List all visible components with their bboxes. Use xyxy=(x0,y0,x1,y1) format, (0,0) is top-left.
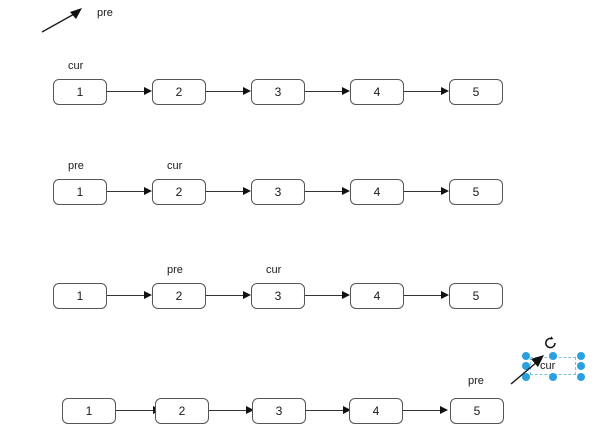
link-row2-0 xyxy=(107,187,153,197)
node-row2-4[interactable]: 5 xyxy=(449,179,503,205)
link-shaft xyxy=(404,191,442,192)
link-row1-1 xyxy=(206,87,252,97)
node-row3-4[interactable]: 5 xyxy=(449,283,503,309)
link-row1-0 xyxy=(107,87,153,97)
pointer-label-pre-row2: pre xyxy=(68,160,84,172)
link-row3-3 xyxy=(404,291,450,301)
arrow-head-icon xyxy=(441,87,449,95)
handle-bottom-right[interactable] xyxy=(577,373,585,381)
arrow-head-icon xyxy=(243,187,251,195)
handle-top-left[interactable] xyxy=(522,352,530,360)
link-row3-1 xyxy=(206,291,252,301)
handle-top-center[interactable] xyxy=(549,352,557,360)
arrow-head-icon xyxy=(441,291,449,299)
link-shaft xyxy=(206,295,244,296)
node-row4-1[interactable]: 2 xyxy=(155,398,209,424)
link-row4-3 xyxy=(403,406,449,416)
rotate-handle-icon[interactable] xyxy=(544,336,558,350)
node-row3-2[interactable]: 3 xyxy=(251,283,305,309)
node-row2-0[interactable]: 1 xyxy=(53,179,107,205)
link-row2-2 xyxy=(305,187,351,197)
link-row3-0 xyxy=(107,291,153,301)
link-row2-1 xyxy=(206,187,252,197)
node-row3-0[interactable]: 1 xyxy=(53,283,107,309)
link-shaft xyxy=(116,410,154,411)
pointer-label-pre-row4: pre xyxy=(468,375,484,387)
arrow-head-icon xyxy=(243,291,251,299)
selected-text-widget[interactable]: cur xyxy=(516,336,592,384)
link-row2-3 xyxy=(404,187,450,197)
arrow-head-icon xyxy=(342,87,350,95)
link-shaft xyxy=(305,295,343,296)
link-shaft xyxy=(305,191,343,192)
node-row4-2[interactable]: 3 xyxy=(252,398,306,424)
pointer-label-cur-row3: cur xyxy=(266,264,282,276)
node-row3-1[interactable]: 2 xyxy=(152,283,206,309)
link-row4-1 xyxy=(209,406,255,416)
cursor-arrow-svg xyxy=(510,355,544,385)
node-row1-0[interactable]: 1 xyxy=(53,79,107,105)
link-shaft xyxy=(305,91,343,92)
node-row2-1[interactable]: 2 xyxy=(152,179,206,205)
link-shaft xyxy=(107,91,145,92)
link-shaft xyxy=(206,91,244,92)
handle-top-right[interactable] xyxy=(577,352,585,360)
arrow-head-icon xyxy=(342,187,350,195)
link-shaft xyxy=(209,410,247,411)
link-shaft xyxy=(306,410,344,411)
rotate-icon-svg xyxy=(545,336,556,349)
top-annotation-label: pre xyxy=(97,7,113,19)
node-row1-1[interactable]: 2 xyxy=(152,79,206,105)
link-shaft xyxy=(107,295,145,296)
arrow-head-icon xyxy=(440,406,448,414)
diagonal-arrow-up-right-icon xyxy=(40,6,88,34)
node-row4-3[interactable]: 4 xyxy=(349,398,403,424)
link-shaft xyxy=(206,191,244,192)
handle-middle-right[interactable] xyxy=(577,362,585,370)
link-shaft xyxy=(404,295,442,296)
node-row4-0[interactable]: 1 xyxy=(62,398,116,424)
diagonal-arrow-up-right-icon xyxy=(509,352,549,386)
arrow-head-icon xyxy=(246,406,254,414)
link-shaft xyxy=(403,410,441,411)
node-row1-2[interactable]: 3 xyxy=(251,79,305,105)
handle-middle-left[interactable] xyxy=(522,362,530,370)
node-row1-3[interactable]: 4 xyxy=(350,79,404,105)
link-row3-2 xyxy=(305,291,351,301)
arrow-head-icon xyxy=(342,291,350,299)
arrow-head-icon xyxy=(144,187,152,195)
link-shaft xyxy=(107,191,145,192)
node-row2-2[interactable]: 3 xyxy=(251,179,305,205)
handle-bottom-center[interactable] xyxy=(549,373,557,381)
node-row2-3[interactable]: 4 xyxy=(350,179,404,205)
diagonal-arrow-svg xyxy=(41,8,82,33)
pointer-label-pre-row3: pre xyxy=(167,264,183,276)
node-row3-3[interactable]: 4 xyxy=(350,283,404,309)
arrow-head-icon xyxy=(144,87,152,95)
selected-text-label[interactable]: cur xyxy=(540,360,556,372)
arrow-head-icon xyxy=(243,87,251,95)
link-row4-2 xyxy=(306,406,352,416)
link-row1-3 xyxy=(404,87,450,97)
pointer-label-cur-row1: cur xyxy=(68,60,84,72)
arrow-head-icon xyxy=(343,406,351,414)
node-row1-4[interactable]: 5 xyxy=(449,79,503,105)
pointer-label-cur-row2: cur xyxy=(167,160,183,172)
handle-bottom-left[interactable] xyxy=(522,373,530,381)
link-shaft xyxy=(404,91,442,92)
node-row4-4[interactable]: 5 xyxy=(450,398,504,424)
link-row1-2 xyxy=(305,87,351,97)
arrow-head-icon xyxy=(441,187,449,195)
arrow-head-icon xyxy=(144,291,152,299)
